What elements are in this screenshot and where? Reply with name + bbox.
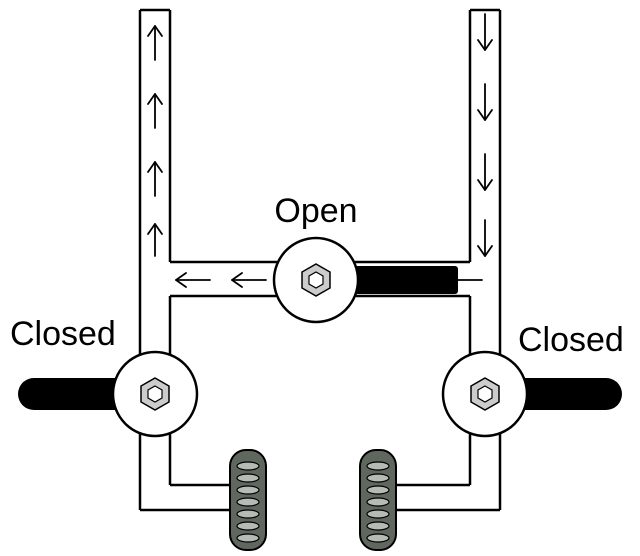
open-valve-hex-hole: [308, 271, 324, 289]
left-arrow-icon: [231, 272, 267, 288]
down-arrow-icon: [477, 153, 493, 191]
up-arrow-icon: [147, 161, 163, 197]
right-closed-valve-handle: [505, 378, 622, 410]
closed-left-label: Closed: [10, 315, 116, 353]
open-valve: [272, 236, 458, 324]
left-clamp-icon: [229, 449, 267, 551]
closed-right-label: Closed: [518, 321, 624, 359]
left-closed-valve: [18, 350, 199, 438]
right-clamp-icon: [359, 449, 397, 551]
up-arrow-icon: [147, 25, 163, 61]
right-closed-valve: [441, 350, 622, 438]
flow-arrows: [147, 13, 493, 288]
left-arrow-icon: [175, 272, 211, 288]
down-arrow-icon: [477, 83, 493, 121]
up-arrow-icon: [147, 223, 163, 257]
left-closed-valve-handle: [18, 378, 130, 410]
left-closed-valve-hex-hole: [147, 385, 163, 403]
down-arrow-icon: [477, 219, 493, 257]
open-valve-handle: [340, 266, 458, 294]
up-arrow-icon: [147, 93, 163, 129]
down-arrow-icon: [477, 13, 493, 51]
open-label: Open: [274, 192, 357, 230]
right-closed-valve-hex-hole: [477, 385, 493, 403]
